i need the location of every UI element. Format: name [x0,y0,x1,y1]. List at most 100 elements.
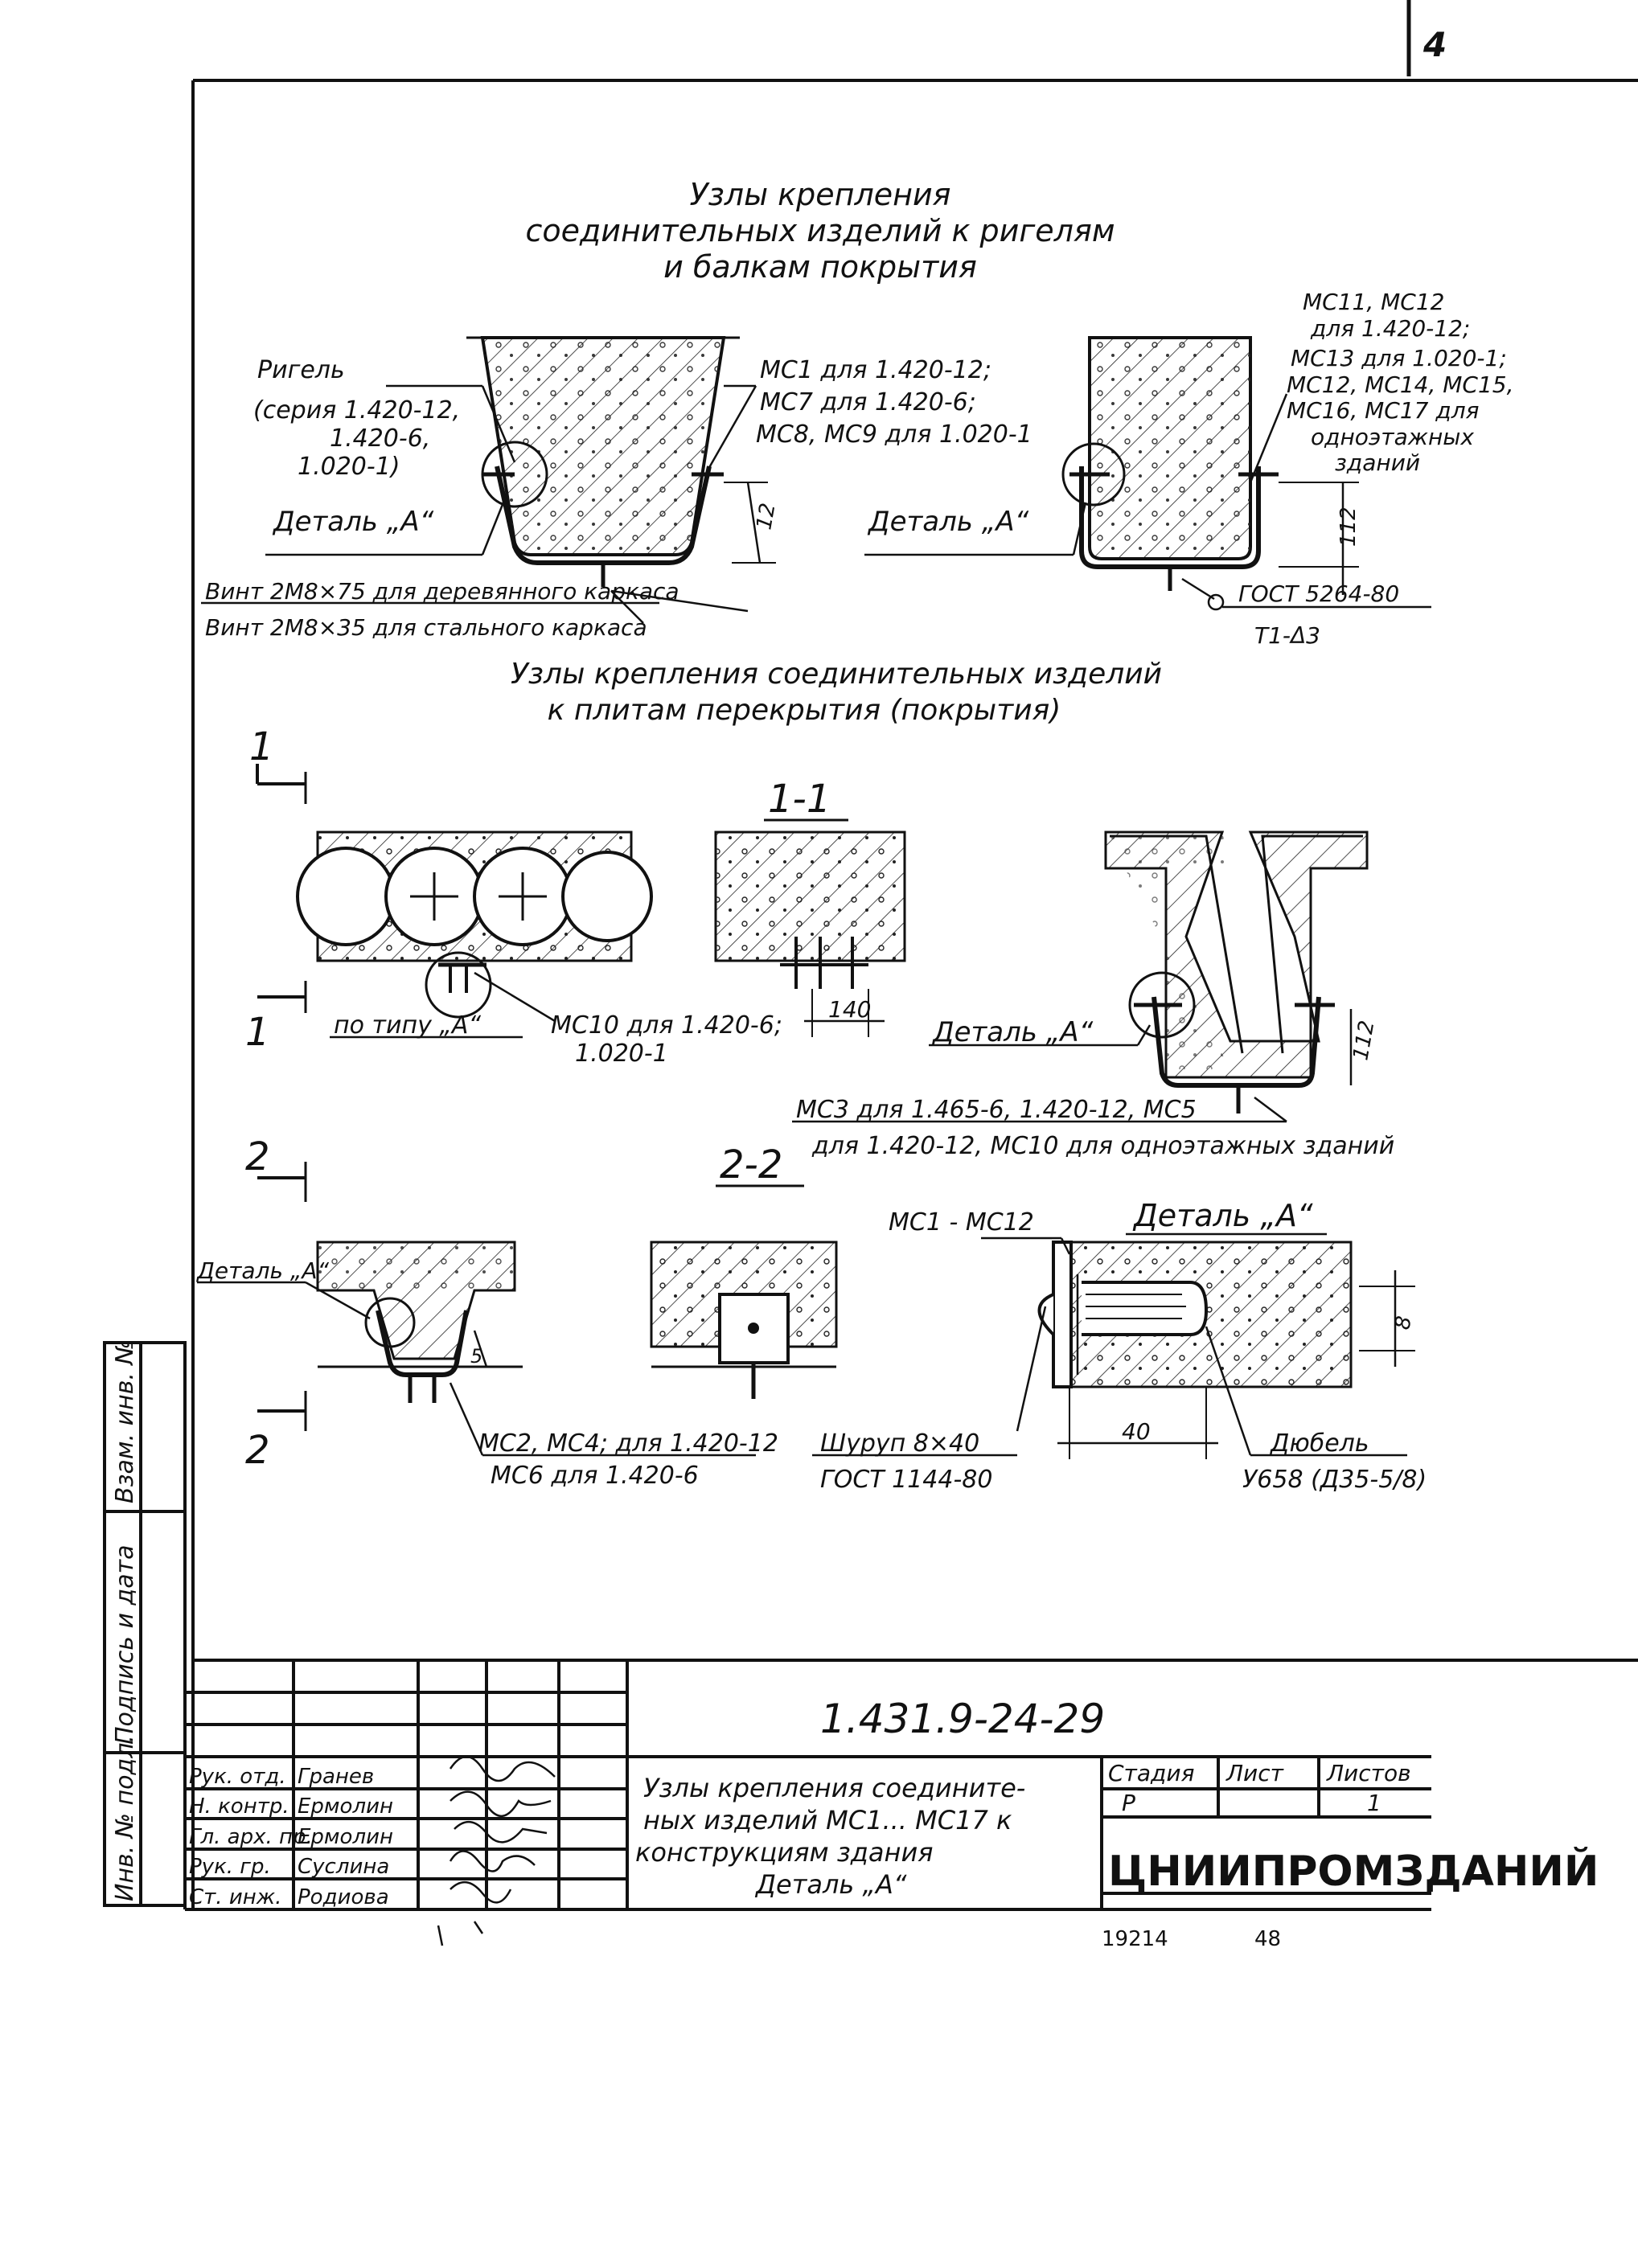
svg-text:1: 1 [245,1010,270,1055]
svg-text:2-2: 2-2 [720,1142,782,1187]
svg-text:МС13 для 1.020-1;: МС13 для 1.020-1; [1291,345,1507,371]
svg-text:1.420-6,: 1.420-6, [330,424,430,453]
svg-text:МС8, МС9 для 1.020-1: МС8, МС9 для 1.020-1 [756,420,1032,449]
row-role: Рук. отд. [189,1765,286,1789]
svg-text:соединительных изделий к ригел: соединительных изделий к ригелям [526,213,1115,248]
section-2-marks: 2 2 2-2 [245,1134,804,1473]
svg-text:ных изделий МС1... МС17 к: ных изделий МС1... МС17 к [643,1805,1012,1835]
row-role: Ст. инж. [189,1885,281,1909]
svg-text:2: 2 [245,1134,270,1179]
row-role: Н. контр. [189,1794,289,1819]
svg-text:и балкам покрытия: и балкам покрытия [663,249,977,285]
svg-text:МС6 для 1.420-6: МС6 для 1.420-6 [491,1462,699,1490]
svg-text:Деталь „А“: Деталь „А“ [272,506,434,538]
row-name: Ермолин [298,1825,393,1849]
svg-text:Дюбель: Дюбель [1269,1429,1369,1458]
solid-slab: 140 [714,831,906,1037]
svg-text:МС12, МС14, МС15,: МС12, МС14, МС15, [1287,371,1514,398]
svg-text:8: 8 [1390,1314,1416,1332]
svg-text:Шуруп 8×40: Шуруп 8×40 [820,1429,979,1458]
drawing-code: 1.431.9-24-29 [820,1696,1105,1742]
svg-text:5: 5 [470,1345,482,1368]
side-stamp [103,1341,187,1907]
row-role: Гл. арх. пр. [189,1825,313,1849]
row-name: Родиова [298,1885,389,1909]
svg-text:140: 140 [828,996,871,1023]
svg-text:по типу „А“: по типу „А“ [334,1011,481,1040]
section-1-marks: 1 1 1-1 [245,724,848,1055]
svg-text:Узлы крепления: Узлы крепления [689,177,950,212]
svg-text:Винт 2М8×75 для деревянного ка: Винт 2М8×75 для деревянного каркаса [205,578,679,605]
row-name: Ермолин [298,1794,393,1819]
signatures [437,1755,556,1946]
svg-text:Инв. № подл.: Инв. № подл. [111,1735,139,1901]
sheets-label: Листов [1326,1760,1411,1786]
svg-text:для 1.420-12;: для 1.420-12; [1310,315,1470,342]
stage-cells: Стадия Лист Листов Р 1 [1108,1760,1411,1816]
title-part1: Узлы крепления соединительных изделий к … [526,177,1115,285]
side-stamp-labels: Взам. инв. № Подпись и дата Инв. № подл. [111,1339,139,1901]
svg-text:1.020-1: 1.020-1 [575,1040,668,1068]
right-beam-labels: МС11, МС12 для 1.420-12; МС13 для 1.020-… [867,289,1514,649]
svg-text:(серия 1.420-12,: (серия 1.420-12, [253,396,460,424]
section-2-left-slab: 5 [197,1241,756,1457]
svg-text:1-1: 1-1 [768,777,831,822]
svg-text:зданий: зданий [1335,449,1420,476]
svg-text:1.020-1): 1.020-1) [298,453,400,481]
svg-text:МС7 для 1.420-6;: МС7 для 1.420-6; [760,388,976,416]
svg-text:Т1-Δ3: Т1-Δ3 [1254,622,1320,649]
section-1-right-labels: Деталь „А“ МС3 для 1.465-6, 1.420-12, МС… [796,1016,1394,1160]
row-name: Суслина [298,1855,389,1879]
right-beam-section: 112 [864,336,1431,611]
section-2-middle-slab [650,1241,838,1399]
stage-value: Р [1122,1790,1135,1816]
left-beam-section: 12 [201,336,781,624]
archive-number: 19214 [1102,1927,1168,1951]
svg-text:Деталь „А“: Деталь „А“ [1132,1198,1313,1233]
svg-text:МС2, МС4; для 1.420-12: МС2, МС4; для 1.420-12 [478,1429,778,1458]
signature-rows: Рук. отд. Гранев Н. контр. Ермолин Гл. а… [189,1765,393,1909]
archive-sheet: 48 [1254,1927,1281,1951]
svg-text:МС16, МС17 для: МС16, МС17 для [1287,397,1479,424]
svg-text:Ригель: Ригель [257,356,345,384]
detail-a-drawing: 8 40 [812,1232,1417,1459]
section-2-left-labels: Деталь „А“ МС2, МС4; для 1.420-12 МС6 дл… [195,1257,778,1490]
svg-text:12: 12 [752,501,780,531]
sheet-label: Лист [1225,1760,1284,1786]
ribbed-slab: 112 [792,831,1380,1123]
svg-text:40: 40 [1122,1418,1151,1445]
svg-text:У658 (Д35-5/8): У658 (Д35-5/8) [1242,1466,1427,1494]
corner-mark: 4 [1422,25,1447,64]
svg-text:МС3 для 1.465-6, 1.420-12, МС5: МС3 для 1.465-6, 1.420-12, МС5 [796,1096,1197,1124]
svg-text:Подпись и дата: Подпись и дата [111,1545,139,1745]
svg-text:Узлы крепления соединительных: Узлы крепления соединительных изделий [511,658,1162,691]
svg-text:к плитам перекрытия (покрытия): к плитам перекрытия (покрытия) [548,694,1061,727]
title-part2: Узлы крепления соединительных изделий к … [511,658,1162,727]
svg-text:МС1 - МС12: МС1 - МС12 [889,1208,1034,1237]
svg-text:Взам. инв. №: Взам. инв. № [111,1339,139,1503]
svg-text:1: 1 [249,724,274,769]
svg-text:112: 112 [1349,1019,1379,1062]
title-block-grid [183,1660,1431,1911]
svg-text:Деталь „А“: Деталь „А“ [931,1016,1094,1048]
title-block-content: 1.431.9-24-29 Рук. отд. Гранев Н. контр.… [189,1696,1599,1951]
svg-text:МС10 для 1.420-6;: МС10 для 1.420-6; [551,1011,782,1040]
svg-text:Узлы крепления соедините-: Узлы крепления соедините- [643,1773,1025,1803]
drawing-frame [191,79,1638,1909]
organization-name: ЦНИИПРОМЗДАНИЙ [1108,1847,1599,1896]
svg-text:112: 112 [1336,507,1361,547]
svg-text:для 1.420-12, МС10 для одноэта: для 1.420-12, МС10 для одноэтажных здани… [811,1132,1394,1160]
svg-text:Деталь „А“: Деталь „А“ [195,1257,330,1284]
row-name: Гранев [298,1765,374,1789]
svg-text:МС11, МС12: МС11, МС12 [1303,289,1444,315]
svg-text:конструкциям здания: конструкциям здания [635,1837,934,1868]
svg-text:ГОСТ 5264-80: ГОСТ 5264-80 [1238,580,1399,607]
left-beam-labels: Ригель (серия 1.420-12, 1.420-6, 1.020-1… [205,356,1032,641]
detail-a-labels: МС1 - МС12 Деталь „А“ Шуруп 8×40 ГОСТ 11… [820,1198,1427,1494]
svg-text:Деталь „А“: Деталь „А“ [867,506,1029,538]
svg-text:Деталь „А“: Деталь „А“ [754,1869,907,1900]
svg-text:одноэтажных: одноэтажных [1311,424,1474,450]
svg-text:ГОСТ 1144-80: ГОСТ 1144-80 [820,1466,992,1494]
stage-label: Стадия [1108,1760,1194,1786]
